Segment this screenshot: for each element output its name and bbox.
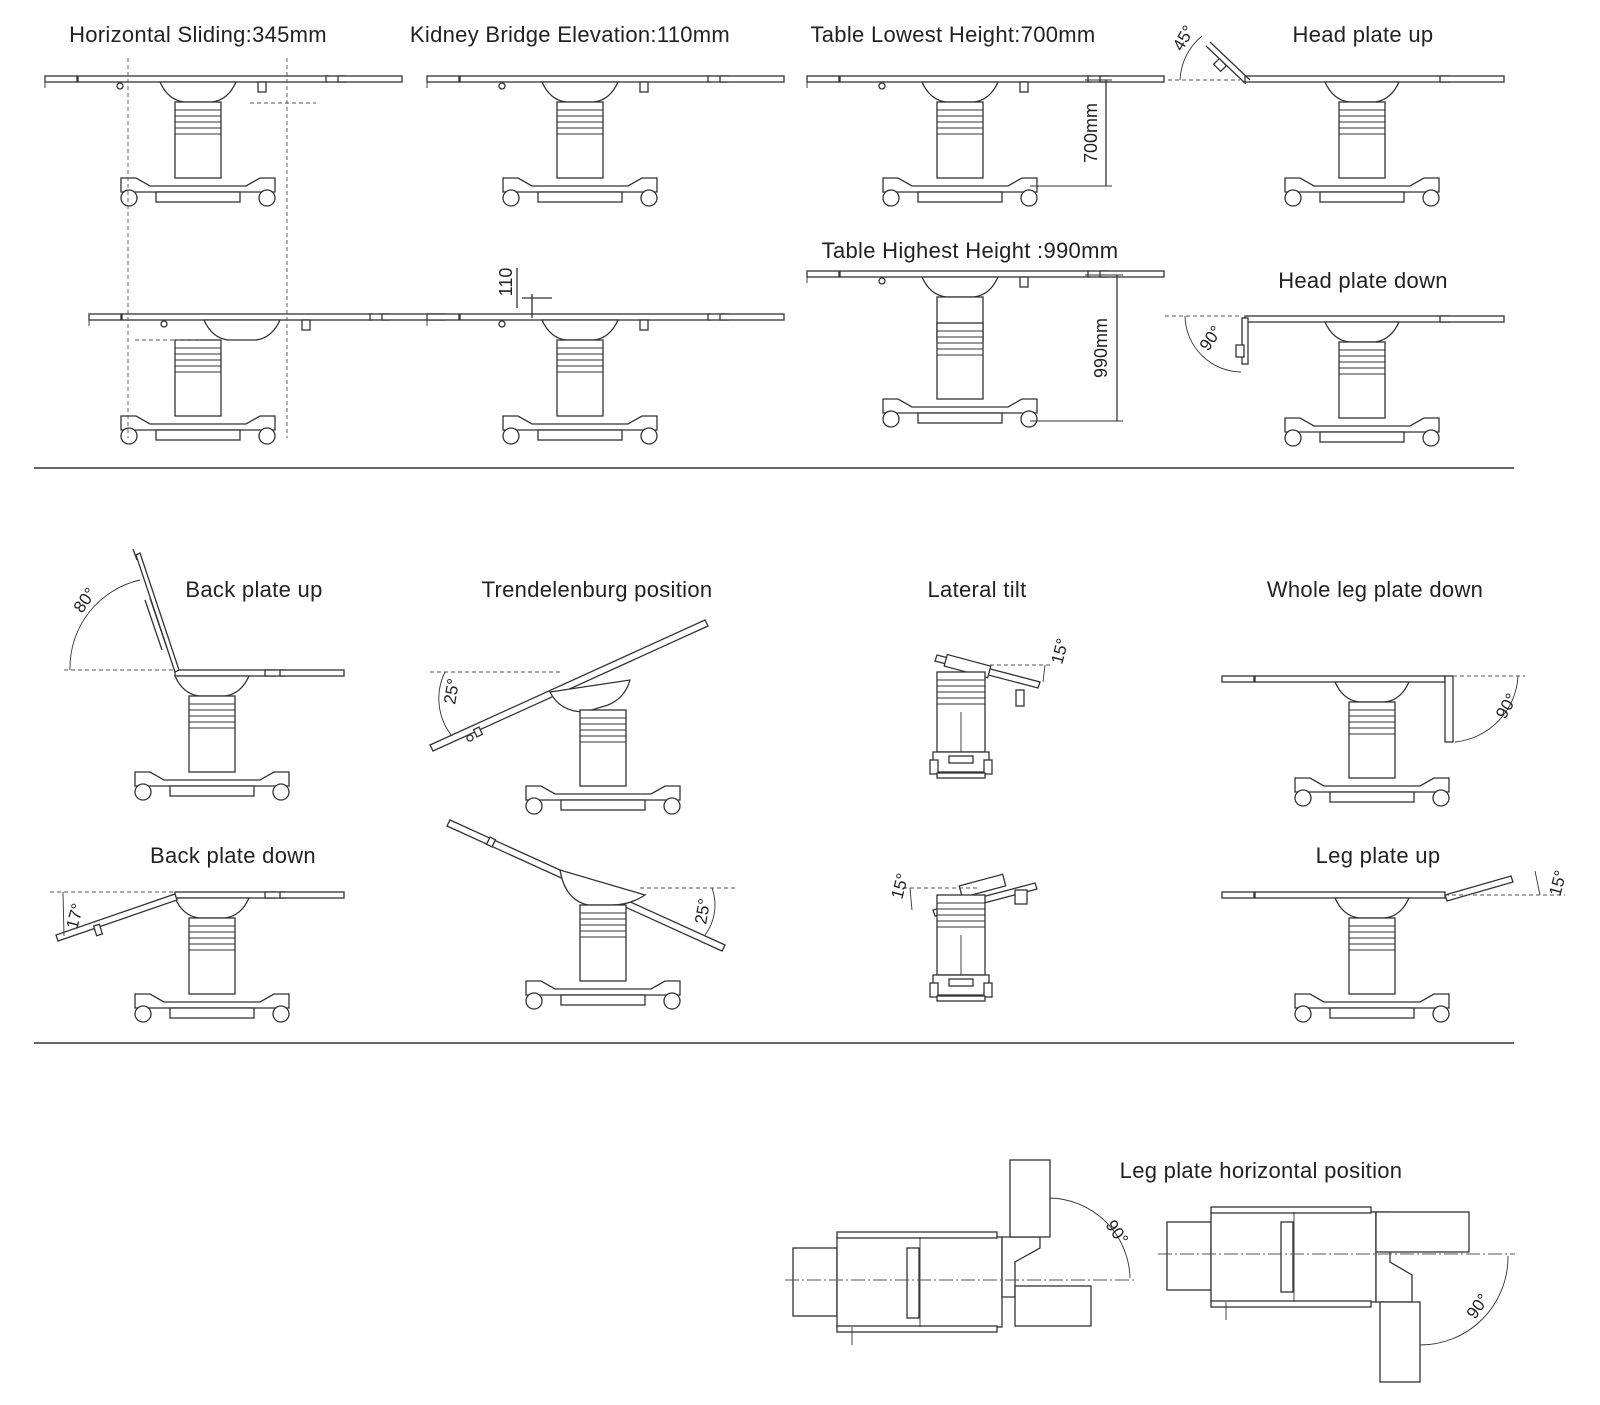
- table-trendelenburg-head-up: 25°: [446, 819, 735, 1010]
- table-leg-plate-up: 15°: [1221, 868, 1571, 1023]
- angle-trend-b: 25°: [691, 897, 714, 926]
- table-horizontal-sliding-extended: [88, 313, 447, 445]
- label-whole-leg-down: Whole leg plate down: [1267, 577, 1483, 602]
- label-back-down: Back plate down: [150, 843, 316, 868]
- angle-head-down: 90°: [1196, 322, 1226, 354]
- angle-back-up: 80°: [70, 584, 100, 616]
- label-kidney-bridge: Kidney Bridge Elevation:110mm: [410, 22, 730, 47]
- label-horizontal-sliding: Horizontal Sliding:345mm: [69, 22, 327, 47]
- dim-height-700: 700mm: [1081, 103, 1101, 163]
- angle-leg-up: 15°: [1546, 868, 1571, 898]
- angle-horiz-b: 90°: [1463, 1290, 1493, 1322]
- table-kidney-bridge-lowered: [426, 75, 785, 207]
- table-whole-leg-plate-down: 90°: [1221, 675, 1525, 807]
- table-lateral-tilt-right: 15°: [929, 636, 1073, 779]
- table-lowest-height: 700mm: [806, 75, 1165, 207]
- table-top-view-leg-left: 90°: [785, 1159, 1135, 1345]
- label-leg-up: Leg plate up: [1316, 843, 1441, 868]
- angle-leg-down: 90°: [1492, 690, 1521, 722]
- angle-lateral-b: 15°: [888, 871, 913, 901]
- table-head-plate-down: 90°: [1165, 315, 1505, 447]
- table-top-view-leg-right: 90°: [1158, 1206, 1515, 1383]
- angle-head-up: 45°: [1169, 22, 1198, 54]
- label-head-up: Head plate up: [1293, 22, 1434, 47]
- label-head-down: Head plate down: [1278, 268, 1448, 293]
- table-back-plate-down: 17°: [50, 891, 345, 1023]
- angle-trend-a: 25°: [440, 677, 463, 706]
- table-highest-height: 990mm: [806, 270, 1165, 428]
- table-head-plate-up: 45°: [1168, 22, 1505, 207]
- label-highest-height: Table Highest Height :990mm: [822, 238, 1119, 263]
- table-kidney-bridge-raised: 110: [426, 268, 785, 445]
- angle-lateral-a: 15°: [1048, 636, 1073, 666]
- dim-kidney-110: 110: [496, 268, 516, 297]
- label-back-up: Back plate up: [185, 577, 322, 602]
- table-trendelenburg-head-down: 25°: [429, 619, 709, 815]
- label-leg-horizontal: Leg plate horizontal position: [1120, 1158, 1403, 1183]
- dim-height-990: 990mm: [1091, 318, 1111, 378]
- label-lateral-tilt: Lateral tilt: [928, 577, 1027, 602]
- label-trendelenburg: Trendelenburg position: [482, 577, 713, 602]
- table-lateral-tilt-left: 15°: [888, 871, 1038, 1002]
- angle-horiz-a: 90°: [1102, 1216, 1132, 1248]
- label-lowest-height: Table Lowest Height:700mm: [810, 22, 1095, 47]
- table-horizontal-sliding-retracted: [44, 75, 403, 207]
